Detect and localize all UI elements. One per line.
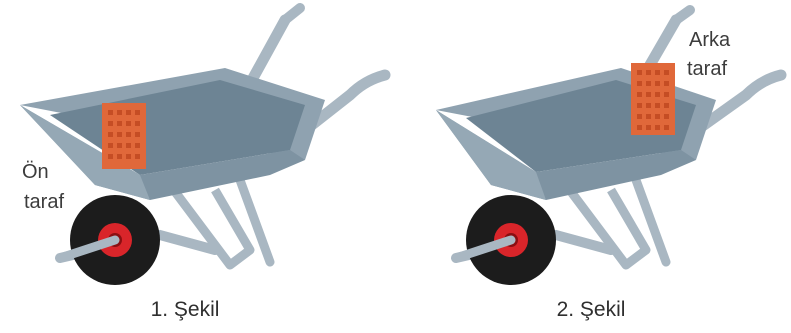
figure-1-caption: 1. Şekil [85, 298, 285, 322]
front-side-label-line-1: Ön [22, 160, 49, 184]
brick-1-icon [102, 103, 146, 169]
figure-2: Arka taraf 2. Şekil [396, 0, 791, 333]
figure-1: Ön taraf 1. Şekil [0, 0, 395, 333]
front-side-label-line-2: taraf [24, 190, 64, 214]
brick-2-icon [631, 63, 675, 135]
wheelbarrow-1-icon [0, 0, 395, 333]
figure-2-caption: 2. Şekil [491, 298, 691, 322]
back-side-label-line-2: taraf [687, 57, 727, 81]
back-side-label-line-1: Arka [689, 28, 730, 52]
wheelbarrow-2-icon [396, 0, 791, 333]
